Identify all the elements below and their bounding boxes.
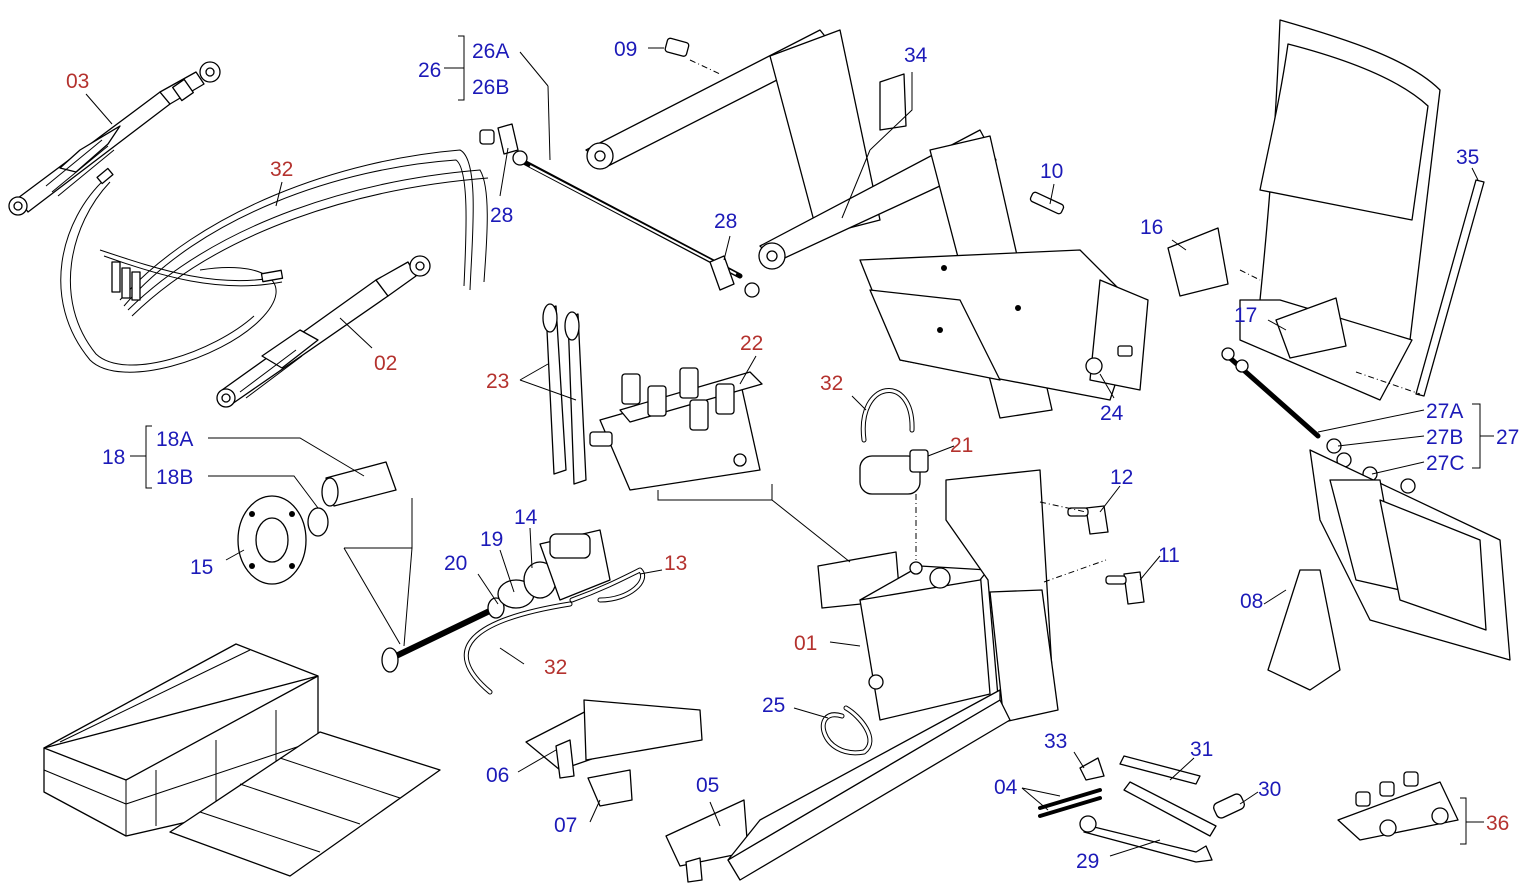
label-32-pump: 32 [544, 656, 567, 679]
label-27C: 27C [1426, 452, 1465, 475]
brackets-12-11 [1067, 505, 1145, 605]
label-32-filter: 32 [820, 372, 843, 395]
tools [1038, 755, 1245, 863]
label-14: 14 [514, 506, 538, 529]
label-07: 07 [554, 814, 577, 837]
label-13: 13 [664, 552, 687, 575]
shipping-crate [43, 643, 441, 877]
label-18: 18 [102, 446, 125, 469]
label-18B: 18B [156, 466, 193, 489]
label-21: 21 [950, 434, 973, 457]
tie-rod-27 [1221, 347, 1416, 494]
dozer-blade [1267, 449, 1511, 691]
label-01: 01 [794, 632, 817, 655]
label-30: 30 [1258, 778, 1281, 801]
label-28-left: 28 [490, 204, 513, 227]
filter-21 [859, 388, 929, 495]
label-11: 11 [1158, 544, 1180, 567]
pump-assembly [381, 529, 645, 695]
label-10: 10 [1040, 160, 1063, 183]
label-26A: 26A [472, 40, 509, 63]
label-03: 03 [66, 70, 89, 93]
control-valve-22 [589, 367, 763, 491]
label-33: 33 [1044, 730, 1067, 753]
label-19: 19 [480, 528, 503, 551]
label-28-right: 28 [714, 210, 737, 233]
label-02: 02 [374, 352, 397, 375]
label-16: 16 [1140, 216, 1163, 239]
cylinder-03 [8, 61, 221, 216]
label-26: 26 [418, 59, 441, 82]
label-12: 12 [1110, 466, 1133, 489]
label-20: 20 [444, 552, 467, 575]
cylinder-02 [216, 255, 431, 408]
valve-36 [1337, 771, 1459, 841]
hose-set-32 [60, 149, 489, 373]
label-08: 08 [1240, 590, 1263, 613]
label-25: 25 [762, 694, 785, 717]
label-29: 29 [1076, 850, 1099, 873]
hydraulic-tank-01 [817, 469, 1059, 756]
label-06: 06 [486, 764, 509, 787]
label-36: 36 [1486, 812, 1509, 835]
label-34: 34 [904, 44, 928, 67]
label-22: 22 [740, 332, 763, 355]
label-27A: 27A [1426, 400, 1463, 423]
label-32-hoses: 32 [270, 158, 293, 181]
mount-brackets [525, 689, 1011, 883]
control-levers-23 [542, 303, 587, 485]
label-27B: 27B [1426, 426, 1463, 449]
rod-35 [1415, 179, 1485, 397]
label-23: 23 [486, 370, 509, 393]
label-27: 27 [1496, 426, 1519, 449]
label-26B: 26B [472, 76, 509, 99]
loader-boom-frame [585, 29, 1149, 419]
label-04: 04 [994, 776, 1018, 799]
label-35: 35 [1456, 146, 1479, 169]
label-15: 15 [190, 556, 213, 579]
leader-lines [85, 35, 1494, 857]
part-labels: 03 32 02 26 26A 26B 28 28 09 34 10 24 23… [66, 38, 1519, 873]
label-31: 31 [1190, 738, 1213, 761]
coupling-18-15 [237, 461, 397, 585]
label-18A: 18A [156, 428, 193, 451]
label-05: 05 [696, 774, 719, 797]
label-17: 17 [1234, 304, 1257, 327]
label-09: 09 [614, 38, 637, 61]
label-24: 24 [1100, 402, 1124, 425]
brackets-16-17 [1167, 227, 1347, 359]
tie-rod-26 [479, 123, 760, 298]
